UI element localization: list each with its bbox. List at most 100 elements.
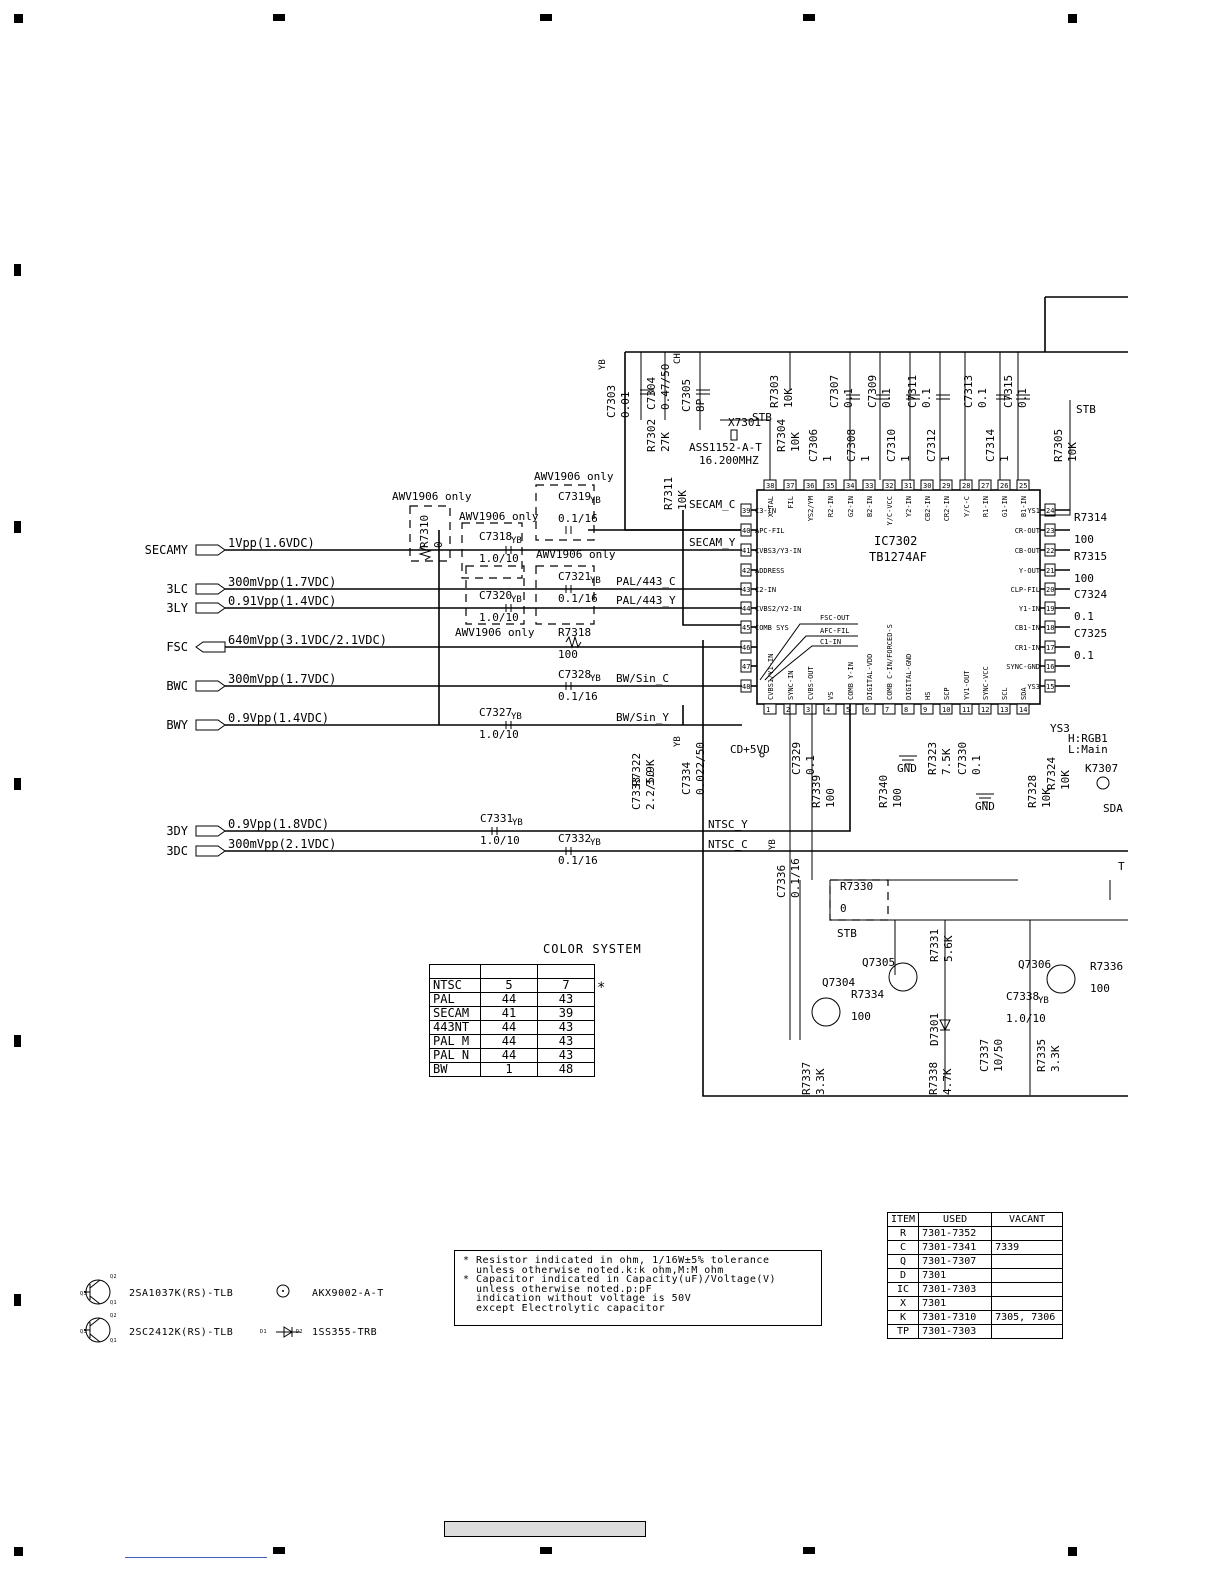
ground-rail xyxy=(702,640,1128,1097)
ic-pin xyxy=(763,703,777,715)
component-note: YB xyxy=(590,496,601,506)
input-connector-icon xyxy=(195,719,226,731)
component-ref: R7310 xyxy=(418,515,431,548)
component-ref: R7336 xyxy=(1090,960,1123,973)
transistor-q7306-icon xyxy=(1046,964,1076,994)
component-value: 0.01 xyxy=(619,392,632,419)
input-connector-icon xyxy=(195,845,226,857)
ic-pin-number: 41 xyxy=(742,547,750,555)
output-connector-icon xyxy=(195,641,226,653)
net-label: NTSC_Y xyxy=(708,818,748,831)
ic-pin xyxy=(823,703,837,715)
legend-pin: Q2 xyxy=(110,1274,118,1280)
table-cell: 43 xyxy=(537,992,595,1007)
component-value: 0 xyxy=(432,541,445,548)
component-ref: C7314 xyxy=(984,429,997,462)
component-ref: C7311 xyxy=(906,375,919,408)
footer-link[interactable] xyxy=(125,1557,267,1558)
table-cell xyxy=(991,1226,1064,1241)
series-capacitors xyxy=(418,526,582,855)
component-ref: C7331 xyxy=(480,812,513,825)
crystal-symbol xyxy=(730,429,738,441)
net-label: H:RGB1 xyxy=(1068,732,1108,745)
asterisk-note: * xyxy=(597,980,606,996)
table-cell: 7301-7341 xyxy=(918,1240,993,1255)
component-value: 100 xyxy=(824,788,837,808)
registration-mark xyxy=(14,1035,21,1047)
component-ref: C7310 xyxy=(885,429,898,462)
ic-pin-number: 2 xyxy=(786,706,790,714)
ic-pin xyxy=(1044,659,1056,673)
component-ref: R7335 xyxy=(1035,1039,1048,1072)
awv-region xyxy=(465,565,525,625)
table-cell: 7 xyxy=(537,978,595,993)
ic-pin-number: 1 xyxy=(766,706,770,714)
table-cell: PAL M xyxy=(429,1034,481,1049)
component-ref: R7315 xyxy=(1074,550,1107,563)
table-cell: PAL xyxy=(429,992,481,1007)
ic-pin xyxy=(1044,523,1056,537)
input-signal: 300mVpp(1.7VDC) xyxy=(228,575,336,589)
ic-pin xyxy=(740,620,752,634)
component-value: 10K xyxy=(1059,770,1072,790)
ic-pin xyxy=(783,479,797,491)
component-ref: C7333 xyxy=(630,777,643,810)
component-value: 1 xyxy=(821,455,834,462)
net-label: SECAM_Y xyxy=(689,536,736,549)
legend-pin: Q3 xyxy=(80,1329,88,1335)
component-value: 100 xyxy=(851,1010,871,1023)
component-ref: C7325 xyxy=(1074,627,1107,640)
registration-mark xyxy=(1068,1547,1077,1556)
ic-pin-label: SYNC-GND xyxy=(1006,663,1040,671)
table-cell xyxy=(991,1282,1064,1297)
component-ref: C7303 xyxy=(605,385,618,418)
ic-pin-label: ADDRESS xyxy=(755,567,785,575)
component-ref: C7313 xyxy=(962,375,975,408)
table-cell xyxy=(991,1296,1064,1311)
crystal-freq: 16.200MHZ xyxy=(699,454,759,467)
component-value: 0.1 xyxy=(976,388,989,408)
ic-pin-number: 43 xyxy=(742,586,750,594)
ic-pin-label: CR1-IN xyxy=(1015,644,1040,652)
item-header: ITEM xyxy=(886,1212,920,1227)
table-cell: 7301-7310 xyxy=(918,1310,993,1325)
ic-pin-number: 6 xyxy=(865,706,869,714)
table-cell: TP xyxy=(886,1324,920,1339)
color-system-title: COLOR SYSTEM xyxy=(543,942,642,956)
component-ref: R7311 xyxy=(662,477,675,510)
registration-mark xyxy=(803,1547,815,1554)
component-value: 0.1 xyxy=(1074,610,1094,623)
component-ref: C7312 xyxy=(925,429,938,462)
component-ref: D7301 xyxy=(928,1013,941,1046)
registration-mark xyxy=(14,778,21,790)
ic-pin xyxy=(959,479,973,491)
legend-part: 2SC2412K(RS)-TLB xyxy=(129,1327,234,1338)
ic-pin xyxy=(997,703,1011,715)
test-point-icon xyxy=(276,1284,290,1298)
awv-region xyxy=(535,565,595,625)
color-table-header xyxy=(429,964,595,979)
component-ref: C7307 xyxy=(828,375,841,408)
component-note: YB xyxy=(673,736,683,747)
ic-pin xyxy=(1044,503,1056,517)
net-label: SDA xyxy=(1103,802,1123,815)
page-number-bar xyxy=(444,1521,646,1537)
table-cell: BW xyxy=(429,1062,481,1077)
notes-box: * Resistor indicated in ohm, 1/16W±5% to… xyxy=(454,1250,822,1326)
component-note: YB xyxy=(1038,996,1049,1006)
table-cell: 7301 xyxy=(918,1296,993,1311)
component-note: YB xyxy=(511,595,522,605)
component-value: 1 xyxy=(998,455,1011,462)
component-note: YB xyxy=(590,576,601,586)
input-signal: 300mVpp(2.1VDC) xyxy=(228,837,336,851)
input-signal: 1Vpp(1.6VDC) xyxy=(228,536,315,550)
ic-pin xyxy=(939,703,953,715)
ic-pin xyxy=(740,563,752,577)
ic-pin xyxy=(959,703,973,715)
